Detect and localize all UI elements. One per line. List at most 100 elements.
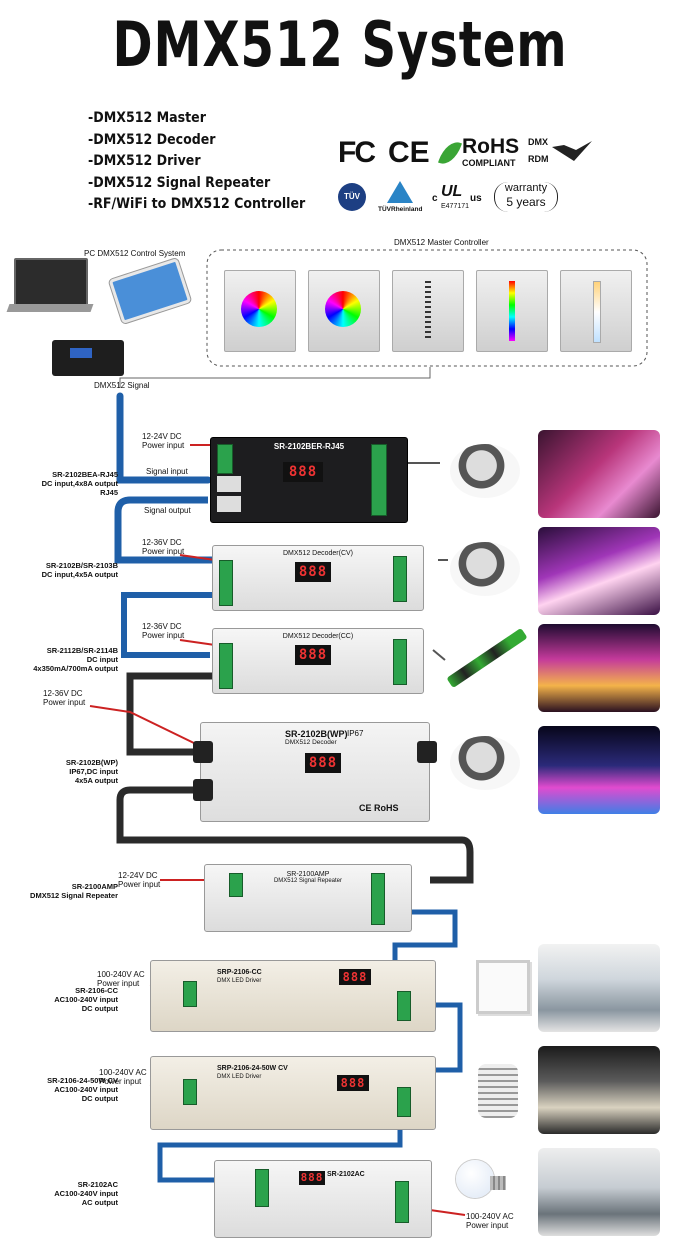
output-terminal[interactable]: [397, 991, 411, 1021]
application-photo-kitchen: [538, 1148, 660, 1236]
input-terminal[interactable]: [219, 643, 233, 689]
master-signal-line: [119, 367, 431, 388]
spec: RJ45: [100, 488, 118, 497]
led-strip-reel: [450, 542, 520, 596]
power-label-4: 12-36V DC Power input: [43, 689, 85, 707]
device-name: SRP-2106-24-50W CV: [217, 1065, 288, 1072]
voltage: 12-36V DC: [43, 689, 83, 698]
output-terminal[interactable]: [393, 556, 407, 602]
input-terminal[interactable]: [183, 1079, 197, 1105]
cable-gland[interactable]: [417, 741, 437, 763]
cable-cv-ac: [157, 1120, 403, 1183]
cct-slider-icon: [593, 281, 601, 343]
model: SR-2102BEA-RJ45: [52, 470, 118, 479]
model: SR-2102B(WP): [65, 758, 118, 767]
model: SR-2100AMP: [71, 882, 118, 891]
master-panel-rgb-1[interactable]: [224, 270, 296, 352]
laptop-base: [6, 304, 94, 312]
power-wire-4: [89, 705, 199, 746]
feature-item: -DMX512 Signal Repeater: [88, 174, 271, 191]
rj45-port[interactable]: [217, 496, 241, 512]
input-terminal[interactable]: [219, 560, 233, 606]
cable-cc-wp: [126, 672, 212, 756]
device-subtitle: DMX512 Decoder: [285, 739, 337, 746]
power-label-6: 100-240V AC Power input: [97, 970, 145, 988]
input-terminal[interactable]: [229, 873, 243, 897]
application-photo-interior: [538, 1046, 660, 1134]
decoder-waterproof[interactable]: SR-2102B(WP) IP67 DMX512 Decoder 888 CE …: [193, 722, 437, 822]
input-terminal[interactable]: [183, 981, 197, 1007]
decoder-rj45[interactable]: SR-2102BER-RJ45 888: [210, 437, 408, 523]
signal-input-cable: [116, 392, 212, 484]
rohs-mark: CE RoHS: [359, 803, 399, 813]
ul-us: us: [470, 193, 482, 204]
power-label-2: 12-36V DC Power input: [142, 538, 184, 556]
model: SR-2102B/SR-2103B: [45, 561, 118, 570]
signal-input-label: Signal input: [146, 467, 188, 476]
cable-gland[interactable]: [193, 741, 213, 763]
usb-dmx-interface: [52, 340, 124, 376]
input-terminal[interactable]: [217, 444, 233, 474]
bulb-icon: [456, 1160, 494, 1198]
page-title: DMX512 System: [112, 8, 568, 81]
device-name: SR-2100AMP: [286, 871, 330, 878]
device-name: SR-2102B(WP): [285, 729, 348, 739]
led-display: 888: [299, 1171, 325, 1185]
device-rating: IP67: [347, 729, 364, 738]
master-panel-zone-dimmer[interactable]: [392, 270, 464, 352]
color-wheel-icon: [325, 291, 361, 327]
master-controller-label: DMX512 Master Controller: [394, 238, 489, 247]
downlight-fixture: [478, 1064, 518, 1118]
device-side-label-3: SR-2112B/SR-2114B DC input 4x350mA/700mA…: [0, 646, 118, 673]
application-photo-office: [538, 944, 660, 1032]
master-panel-rgb-2[interactable]: [308, 270, 380, 352]
led-driver-cv[interactable]: SRP-2106-24-50W CV DMX LED Driver 888: [150, 1056, 436, 1130]
tuv-rheinland-icon: [387, 181, 413, 203]
ul-c: c: [432, 193, 438, 204]
dmx-text: DMX: [528, 137, 548, 147]
ul-mark: UL: [441, 183, 463, 200]
device-name: SR-2102BER-RJ45: [273, 442, 345, 451]
ac-dimmer[interactable]: SR-2102AC 888: [214, 1160, 432, 1238]
input-terminal[interactable]: [255, 1169, 269, 1207]
led-display: 888: [305, 753, 341, 773]
spec: 4x350mA/700mA output: [33, 664, 118, 673]
spec: DC output: [81, 1004, 118, 1013]
cable-gland[interactable]: [193, 779, 213, 801]
output-terminal[interactable]: [371, 444, 387, 516]
master-controller-frame: [206, 249, 648, 367]
led-strip-reel: [450, 736, 520, 790]
device-side-label-6: SR-2106-CC AC100-240V input DC output: [0, 986, 118, 1013]
decoder-cc[interactable]: DMX512 Decoder(CC) 888: [212, 628, 424, 694]
model: SR-2106-24-50W CV: [47, 1076, 118, 1085]
device-name: SRP-2106-CC: [217, 969, 262, 976]
output-terminal[interactable]: [397, 1087, 411, 1117]
spec: DC input,4x5A output: [41, 570, 118, 579]
led-driver-cc[interactable]: SRP-2106-CC DMX LED Driver 888: [150, 960, 436, 1032]
output-terminal[interactable]: [393, 639, 407, 685]
master-panel-cct-slider[interactable]: [560, 270, 632, 352]
signal-repeater[interactable]: SR-2100AMP DMX512 Signal Repeater: [204, 864, 412, 932]
power-input: Power input: [43, 698, 86, 707]
power-input: Power input: [142, 631, 185, 640]
ce-logo: CE: [388, 136, 430, 169]
power-label-8: 100-240V AC Power input: [466, 1212, 514, 1230]
decoder-cv[interactable]: DMX512 Decoder(CV) 888: [212, 545, 424, 611]
spec: DC output: [81, 1094, 118, 1103]
rohs-compliant: COMPLIANT: [462, 158, 516, 168]
led-strip-reel: [450, 444, 520, 498]
output-terminal[interactable]: [395, 1181, 409, 1223]
master-panel-rgb-slider[interactable]: [476, 270, 548, 352]
voltage: 100-240V AC: [466, 1212, 514, 1221]
power-label-3: 12-36V DC Power input: [142, 622, 184, 640]
color-wheel-icon: [241, 291, 277, 327]
warranty-badge: warranty 5 years: [494, 182, 558, 212]
output-terminal[interactable]: [371, 873, 385, 925]
feature-item: -RF/WiFi to DMX512 Controller: [88, 196, 306, 212]
signal-label: DMX512 Signal: [94, 381, 150, 390]
power-label-1: 12-24V DC Power input: [142, 432, 184, 450]
rj45-port[interactable]: [217, 476, 241, 492]
spec: AC100-240V input: [54, 995, 118, 1004]
cable-cv-cc: [121, 592, 212, 658]
